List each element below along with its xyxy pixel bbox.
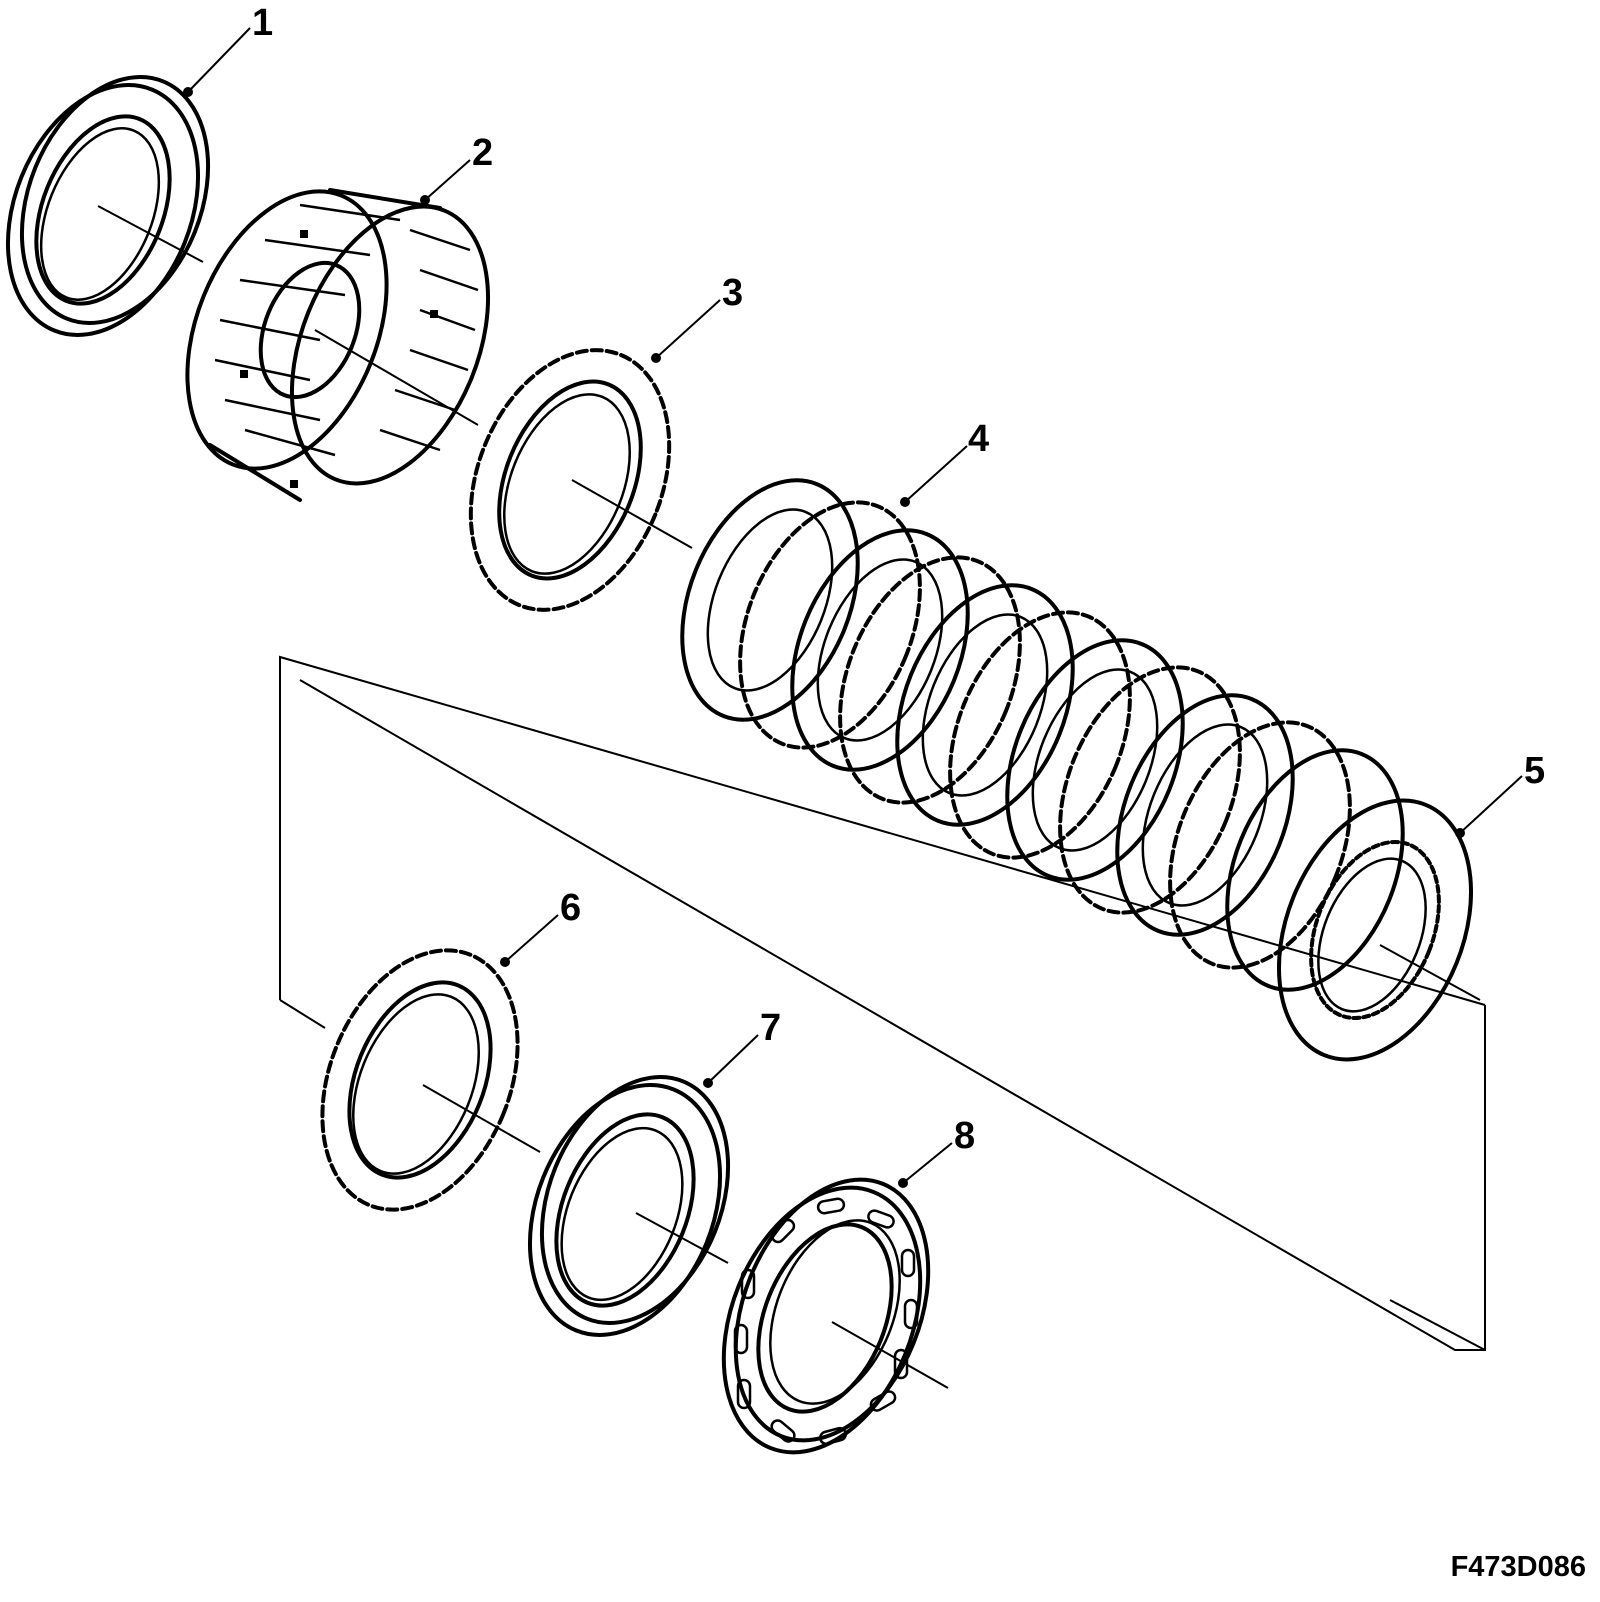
figure-code: F473D086	[1450, 1551, 1586, 1583]
callout-4-label: 4	[968, 418, 989, 460]
part-8-pressure-plate	[721, 1177, 931, 1455]
callout-8-label: 8	[954, 1115, 975, 1157]
callout-6-label: 6	[560, 887, 581, 929]
axis-lines	[97, 205, 1481, 1389]
part-7-washer	[527, 1075, 731, 1337]
part-4-clutch-pack	[680, 478, 1405, 992]
part-6-plate	[320, 948, 520, 1212]
callout-1-label: 1	[252, 2, 273, 44]
part-1-washer	[5, 75, 211, 337]
callout-5-label: 5	[1524, 750, 1545, 792]
part-2-clutch-hub	[185, 188, 491, 502]
callout-3-label: 3	[722, 272, 743, 314]
part-3-plate	[468, 348, 672, 612]
callout-leaders	[183, 27, 1523, 1188]
grouping-bracket	[279, 655, 1486, 1351]
callout-7-label: 7	[760, 1007, 781, 1049]
part-5-end-disc	[1277, 798, 1473, 1062]
callout-2-label: 2	[472, 132, 493, 174]
